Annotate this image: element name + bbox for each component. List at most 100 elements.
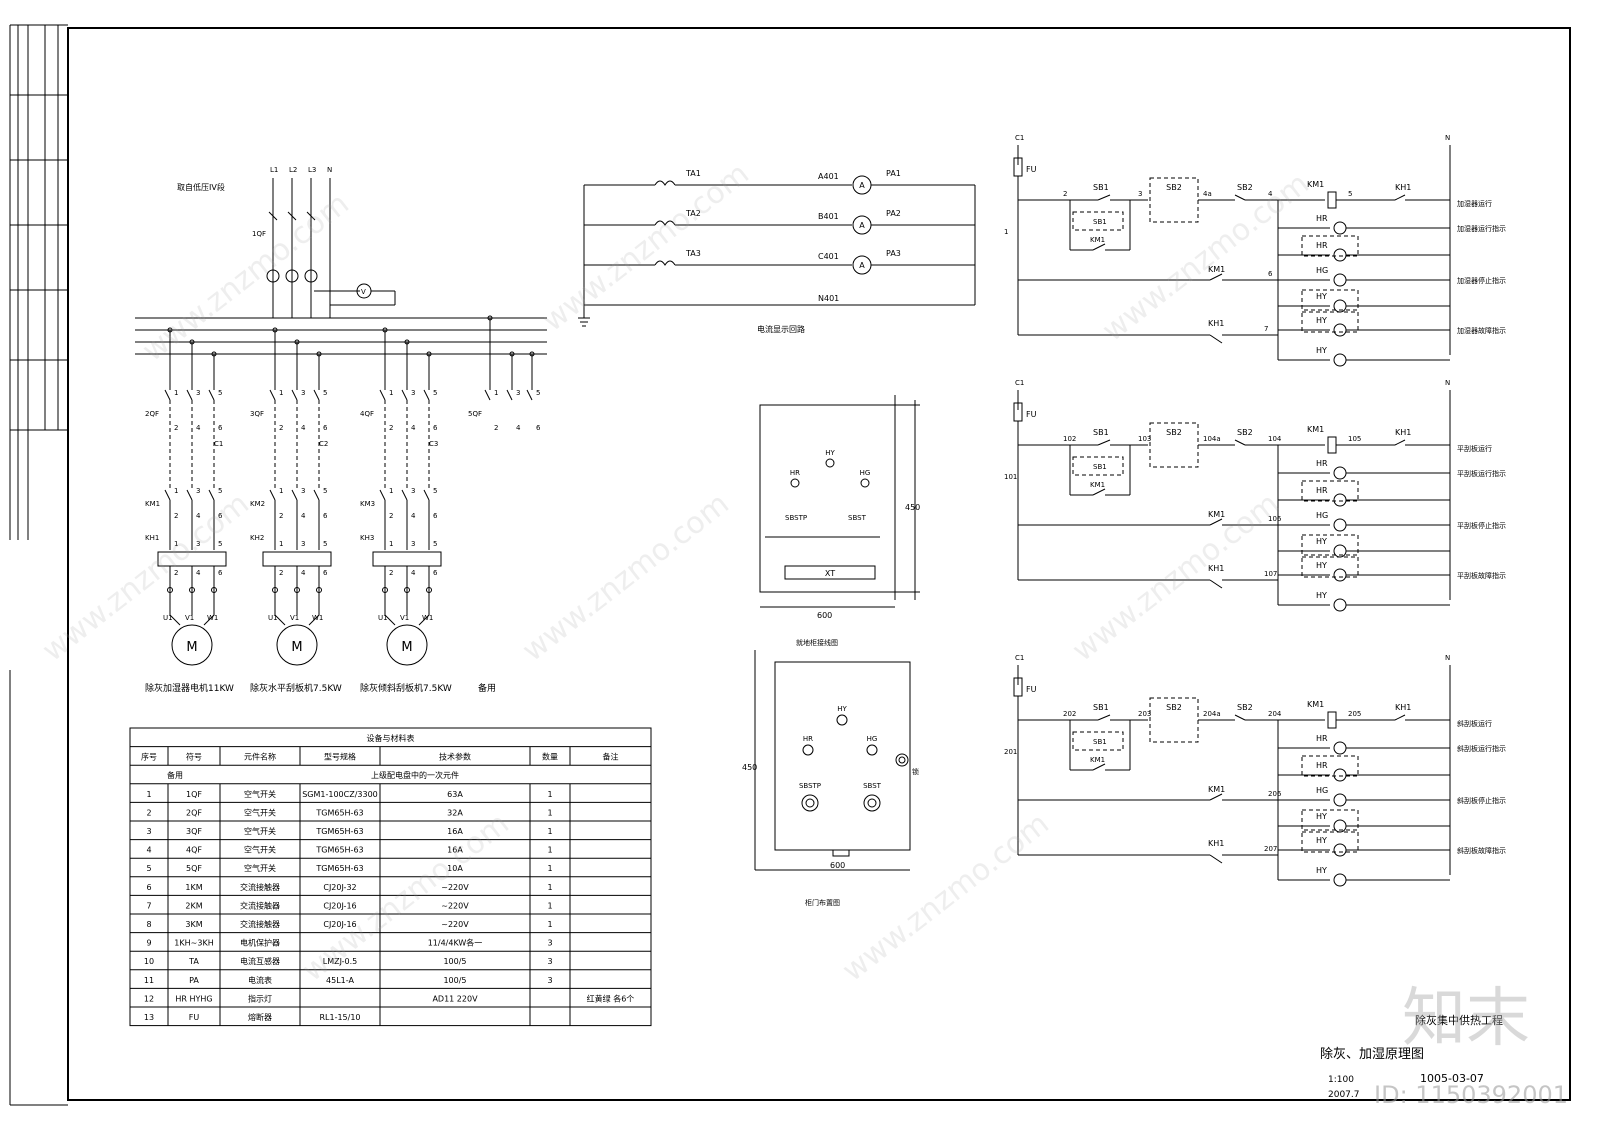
neutral-label: N: [1445, 134, 1450, 142]
line-label: N: [327, 166, 332, 174]
table-cell: 1QF: [186, 790, 202, 799]
switch-label: SB2: [1166, 703, 1182, 712]
terminal-dot: [189, 587, 195, 593]
lamp-tag: HY: [1316, 561, 1327, 570]
lamp-box: [1301, 311, 1359, 333]
breaker-contact: [164, 389, 171, 401]
capacitor-label: C3: [429, 440, 438, 448]
terminal-label: 6: [323, 424, 328, 432]
switch-contact: [1097, 439, 1111, 446]
lamp-tag: HY: [1316, 292, 1327, 301]
lock-label: 锁: [912, 767, 919, 776]
ammeter-tag: PA3: [886, 249, 901, 258]
ct-coil: [654, 220, 676, 226]
node-label: 3: [1138, 190, 1142, 198]
table-cell: 5: [146, 864, 151, 873]
node-label: 204: [1268, 710, 1282, 718]
indicator-lamp: [1333, 598, 1347, 612]
uvw-label: V1: [185, 614, 194, 622]
ammeter-label: A: [859, 261, 865, 270]
terminal-label: 6: [218, 512, 223, 520]
drawing-name: 除灰、加湿原理图: [1320, 1047, 1424, 1062]
table-cell: 电流互感器: [240, 956, 280, 966]
motor-lead: [274, 614, 286, 626]
ammeter-label: A: [859, 221, 865, 230]
table-cell: 交流接触器: [240, 882, 280, 892]
table-cell: 7: [146, 901, 151, 910]
table-header: 备注: [603, 752, 619, 762]
ct-coil: [654, 180, 676, 186]
terminal-label: 5: [536, 389, 540, 397]
table-cell: 13: [144, 1013, 154, 1022]
contactor-contact: [291, 489, 298, 501]
relay-contact: [1209, 579, 1223, 589]
drawing-date: 2007.7: [1328, 1090, 1360, 1100]
table-cell: 2QF: [186, 808, 202, 817]
breaker-contact: [484, 389, 491, 401]
rung-label: 平刮板运行: [1457, 444, 1492, 453]
rung-label: 加湿器故障指示: [1457, 326, 1506, 335]
table-header: 数量: [542, 752, 558, 762]
terminal-label: 6: [323, 569, 328, 577]
contactor-contact: [208, 489, 215, 501]
motor-symbol: [386, 624, 428, 666]
node-label: 106: [1268, 515, 1282, 523]
terminal-label: 4: [301, 569, 306, 577]
lamp-tag: HR: [1316, 734, 1328, 743]
table-cell: TGM65H-63: [315, 846, 363, 855]
terminal-label: 2: [389, 424, 393, 432]
contact: [1092, 243, 1106, 251]
ct-symbol: [266, 269, 280, 283]
contactor-contact: [269, 489, 276, 501]
ct-symbol: [304, 269, 318, 283]
lamp-tag: HR: [1316, 459, 1328, 468]
indicator-lamp: [860, 478, 870, 488]
node-label: 6: [1268, 270, 1273, 278]
terminal-dot: [316, 587, 322, 593]
indicator-lamp: [790, 478, 800, 488]
drawing-number: 1005-03-07: [1420, 1072, 1484, 1085]
table-section: 备用: [167, 770, 183, 780]
table-cell: CJ20J-16: [323, 920, 356, 929]
lamp-tag: HR: [1316, 214, 1328, 223]
supply-label: C1: [1015, 134, 1024, 142]
terminal-label: 2: [389, 512, 393, 520]
panel-base: [832, 849, 850, 857]
lamp-tag: HY: [1316, 346, 1327, 355]
table-header: 元件名称: [244, 752, 276, 762]
breaker-contact: [313, 389, 320, 401]
indicator-lamp: [825, 458, 835, 468]
table-title: 设备与材料表: [367, 733, 415, 743]
table-cell: 3: [547, 957, 552, 966]
coil-label: KM1: [1307, 700, 1324, 709]
table-cell: TGM65H-63: [315, 827, 363, 836]
node-label: 104a: [1203, 435, 1221, 443]
relay-label: KH3: [360, 534, 374, 542]
ammeter-tag: PA1: [886, 169, 901, 178]
terminal-dot: [294, 587, 300, 593]
drawing-scale: 1:100: [1328, 1075, 1354, 1085]
table-cell: 3QF: [186, 827, 202, 836]
ct-coil: [654, 260, 676, 266]
table-cell: 10A: [447, 864, 463, 873]
table-cell: 2KM: [185, 901, 202, 910]
node-label: 203: [1138, 710, 1151, 718]
contact: [1209, 518, 1223, 526]
rung-label: 斜刮板运行指示: [1457, 744, 1506, 753]
lamp-box: [1301, 809, 1359, 831]
terminal-label: 1: [279, 540, 283, 548]
table-cell: CJ20J-32: [323, 883, 356, 892]
terminal-label: 5: [218, 389, 222, 397]
terminal-label: 5: [433, 540, 437, 548]
table-section: 上级配电盘中的一次元件: [371, 770, 459, 780]
terminal-strip: [784, 565, 876, 580]
breaker-label: 1QF: [252, 230, 266, 238]
node-label: 104: [1268, 435, 1282, 443]
lamp-box: [1301, 556, 1359, 578]
contact-label: KM1: [1090, 481, 1105, 489]
